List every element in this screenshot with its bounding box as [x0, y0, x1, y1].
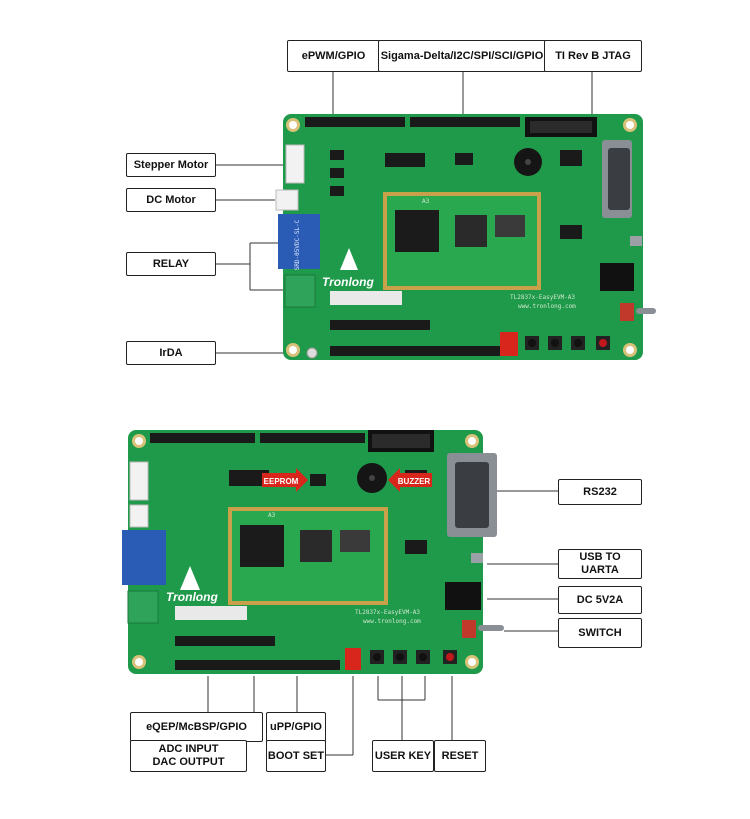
bottom-model-silk: TL2837x-EasyEVM-A3: [355, 609, 420, 616]
label-relay: RELAY: [126, 252, 216, 276]
buzzer-arrow: [388, 468, 432, 492]
top-pcb: SRD-05VDC-SL-C: [275, 114, 656, 360]
label-jtag: TI Rev B JTAG: [544, 40, 642, 72]
label-usb-to-uarta: USB TO UARTA: [558, 549, 642, 579]
bottom-url-silk: www.tronlong.com: [363, 618, 421, 625]
top-url-silk: www.tronlong.com: [518, 303, 576, 310]
bottom-pcb: [122, 430, 504, 674]
eeprom-arrow: [262, 468, 308, 492]
label-rs232: RS232: [558, 479, 642, 505]
label-dc-5v2a: DC 5V2A: [558, 586, 642, 614]
label-stepper-motor: Stepper Motor: [126, 153, 216, 177]
bottom-brand-silk: Tronlong: [166, 590, 218, 604]
label-user-key: USER KEY: [372, 740, 434, 772]
label-dc-motor: DC Motor: [126, 188, 216, 212]
buzzer-callout: BUZZER: [398, 477, 431, 486]
label-irda: IrDA: [126, 341, 216, 365]
label-eqep-mcbsp-gpio: eQEP/McBSP/GPIO: [130, 712, 263, 742]
top-module-silk: A3: [422, 198, 430, 205]
label-sigama-delta: Sigama-Delta/I2C/SPI/SCI/GPIO: [378, 40, 546, 72]
label-upp-gpio: uPP/GPIO: [266, 712, 326, 742]
label-boot-set: BOOT SET: [266, 740, 326, 772]
svg-text:SRD-05VDC-SL-C: SRD-05VDC-SL-C: [294, 219, 301, 270]
label-epwm-gpio: ePWM/GPIO: [287, 40, 380, 72]
top-brand-silk: Tronlong: [322, 275, 374, 289]
label-switch: SWITCH: [558, 618, 642, 648]
label-reset: RESET: [434, 740, 486, 772]
label-adc-dac: ADC INPUT DAC OUTPUT: [130, 740, 247, 772]
bottom-module-silk: A3: [268, 512, 276, 519]
top-model-silk: TL2837x-EasyEVM-A3: [510, 294, 575, 301]
eeprom-callout: EEPROM: [264, 477, 299, 486]
